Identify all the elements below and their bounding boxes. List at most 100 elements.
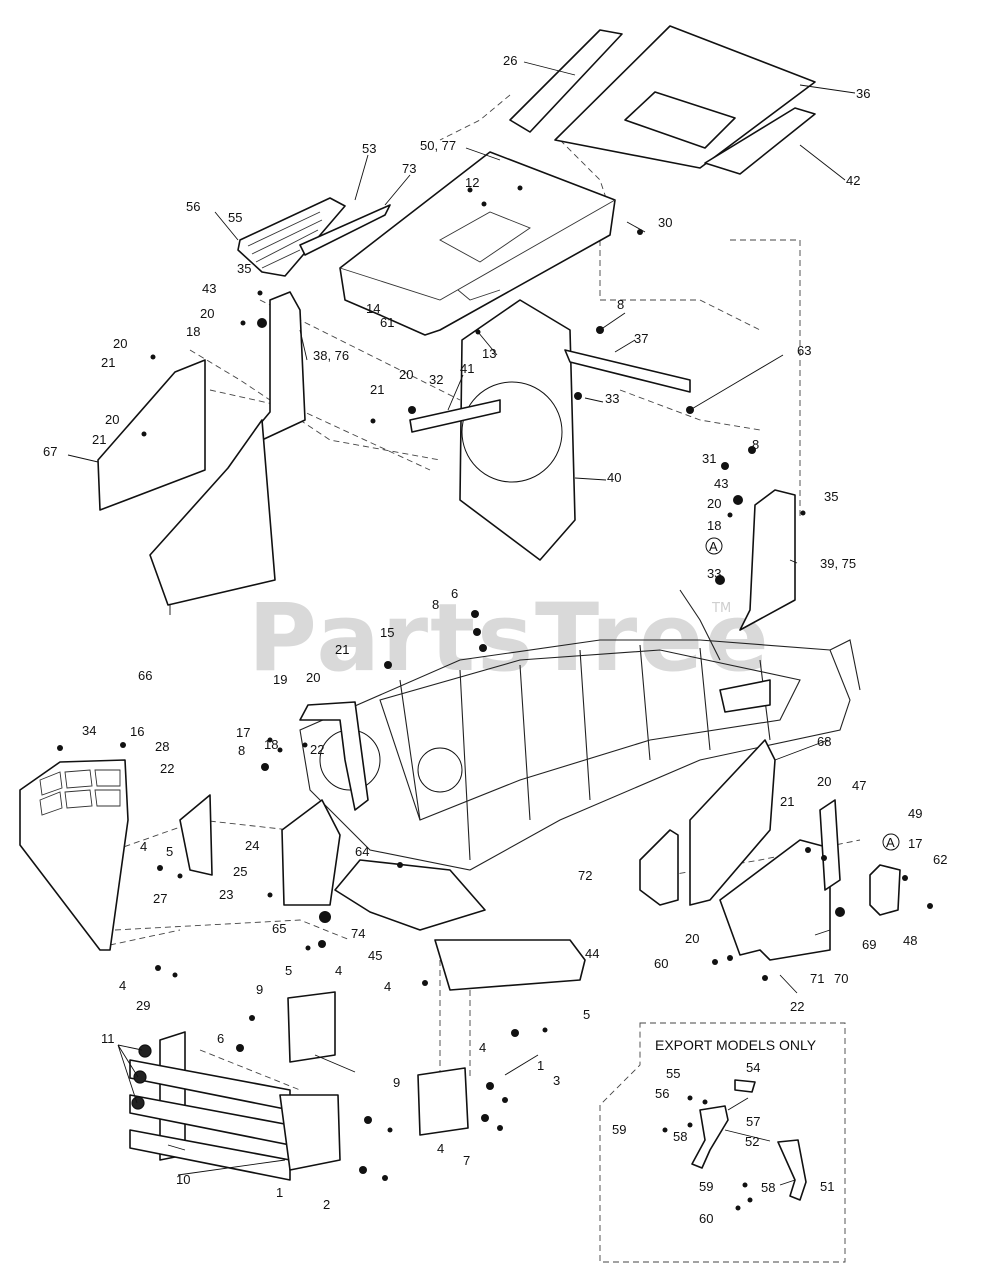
label-7: 7 <box>463 1153 470 1168</box>
label-21e: 21 <box>780 794 794 809</box>
label-72: 72 <box>578 868 592 883</box>
bracket-54 <box>734 1079 756 1093</box>
panel-39-75 <box>739 489 796 631</box>
callout-a-left: A <box>709 539 718 554</box>
callout-circles: A A <box>705 537 900 851</box>
label-20d: 20 <box>105 412 119 427</box>
label-69: 69 <box>862 937 876 952</box>
bracket-73 <box>299 204 391 256</box>
label-21c: 21 <box>92 432 106 447</box>
label-22a: 22 <box>160 761 174 776</box>
label-11: 11 <box>101 1031 115 1046</box>
label-35b: 35 <box>824 489 838 504</box>
label-23: 23 <box>219 887 233 902</box>
label-60b: 60 <box>699 1211 713 1226</box>
bracket-19-group <box>299 701 369 811</box>
label-17a: 17 <box>236 725 250 740</box>
plate-55 <box>237 197 346 277</box>
label-4e: 4 <box>479 1040 486 1055</box>
export-box-title: EXPORT MODELS ONLY <box>655 1037 817 1053</box>
label-43a: 43 <box>202 281 216 296</box>
right-parts <box>564 349 796 631</box>
label-15: 15 <box>380 625 394 640</box>
label-10: 10 <box>176 1172 190 1187</box>
panel-72 <box>639 829 679 906</box>
label-1b: 1 <box>276 1185 283 1200</box>
plates-9 <box>287 991 469 1136</box>
crossbar-44 <box>434 939 586 991</box>
label-27: 27 <box>153 891 167 906</box>
label-17b: 17 <box>908 836 922 851</box>
watermark: PartsTree TM <box>248 584 769 693</box>
label-67: 67 <box>43 444 57 459</box>
label-37: 37 <box>634 331 648 346</box>
label-13: 13 <box>482 346 496 361</box>
label-32: 32 <box>429 372 443 387</box>
label-68: 68 <box>817 734 831 749</box>
label-59a: 59 <box>612 1122 626 1137</box>
label-5c: 5 <box>583 1007 590 1022</box>
label-4d: 4 <box>119 978 126 993</box>
plate-51 <box>777 1139 807 1201</box>
panel-38-76 <box>254 291 306 441</box>
label-12: 12 <box>465 175 479 190</box>
tank-48 <box>869 864 901 916</box>
label-56: 56 <box>186 199 200 214</box>
panel-24 <box>179 794 213 876</box>
label-4b: 4 <box>335 963 342 978</box>
panel-36 <box>554 25 816 169</box>
label-70: 70 <box>834 971 848 986</box>
cover-50-77 <box>339 151 616 336</box>
label-59b: 59 <box>699 1179 713 1194</box>
center-plate <box>409 299 576 561</box>
label-4f: 4 <box>437 1141 444 1156</box>
label-9b: 9 <box>393 1075 400 1090</box>
label-60a: 60 <box>654 956 668 971</box>
plate-52 <box>691 1105 729 1169</box>
panel-45 <box>334 859 486 931</box>
label-6b: 6 <box>217 1031 224 1046</box>
label-63: 63 <box>797 343 811 358</box>
label-21d: 21 <box>335 642 349 657</box>
label-41: 41 <box>460 361 474 376</box>
label-16: 16 <box>130 724 144 739</box>
label-35a: 35 <box>237 261 251 276</box>
label-31: 31 <box>702 451 716 466</box>
label-47: 47 <box>852 778 866 793</box>
label-71: 71 <box>810 971 824 986</box>
panel-67 <box>97 359 206 511</box>
label-5b: 5 <box>285 963 292 978</box>
label-53: 53 <box>362 141 376 156</box>
label-4a: 4 <box>140 839 147 854</box>
panel-42 <box>704 107 816 175</box>
panel-66 <box>149 419 276 606</box>
label-33b: 33 <box>707 566 721 581</box>
label-45: 45 <box>368 948 382 963</box>
label-61: 61 <box>380 315 394 330</box>
label-18c: 18 <box>264 737 278 752</box>
label-18a: 18 <box>186 324 200 339</box>
label-66: 66 <box>138 668 152 683</box>
label-9a: 9 <box>256 982 263 997</box>
callout-a-right: A <box>886 835 895 850</box>
label-22b: 22 <box>310 742 324 757</box>
label-38-76: 38, 76 <box>313 348 349 363</box>
panel-36-opening <box>624 91 736 149</box>
label-8d: 8 <box>238 743 245 758</box>
label-14: 14 <box>366 301 380 316</box>
bar-37 <box>564 349 691 393</box>
label-54: 54 <box>746 1060 760 1075</box>
label-20b: 20 <box>113 336 127 351</box>
label-58a: 58 <box>673 1129 687 1144</box>
export-box: EXPORT MODELS ONLY <box>599 1022 846 1263</box>
label-64: 64 <box>355 844 369 859</box>
label-73: 73 <box>402 161 416 176</box>
label-39-75: 39, 75 <box>820 556 856 571</box>
label-2: 2 <box>323 1197 330 1212</box>
main-cover <box>339 151 616 336</box>
label-40: 40 <box>607 470 621 485</box>
label-20c: 20 <box>399 367 413 382</box>
bracket-41 <box>409 399 501 433</box>
label-50-77: 50, 77 <box>420 138 456 153</box>
